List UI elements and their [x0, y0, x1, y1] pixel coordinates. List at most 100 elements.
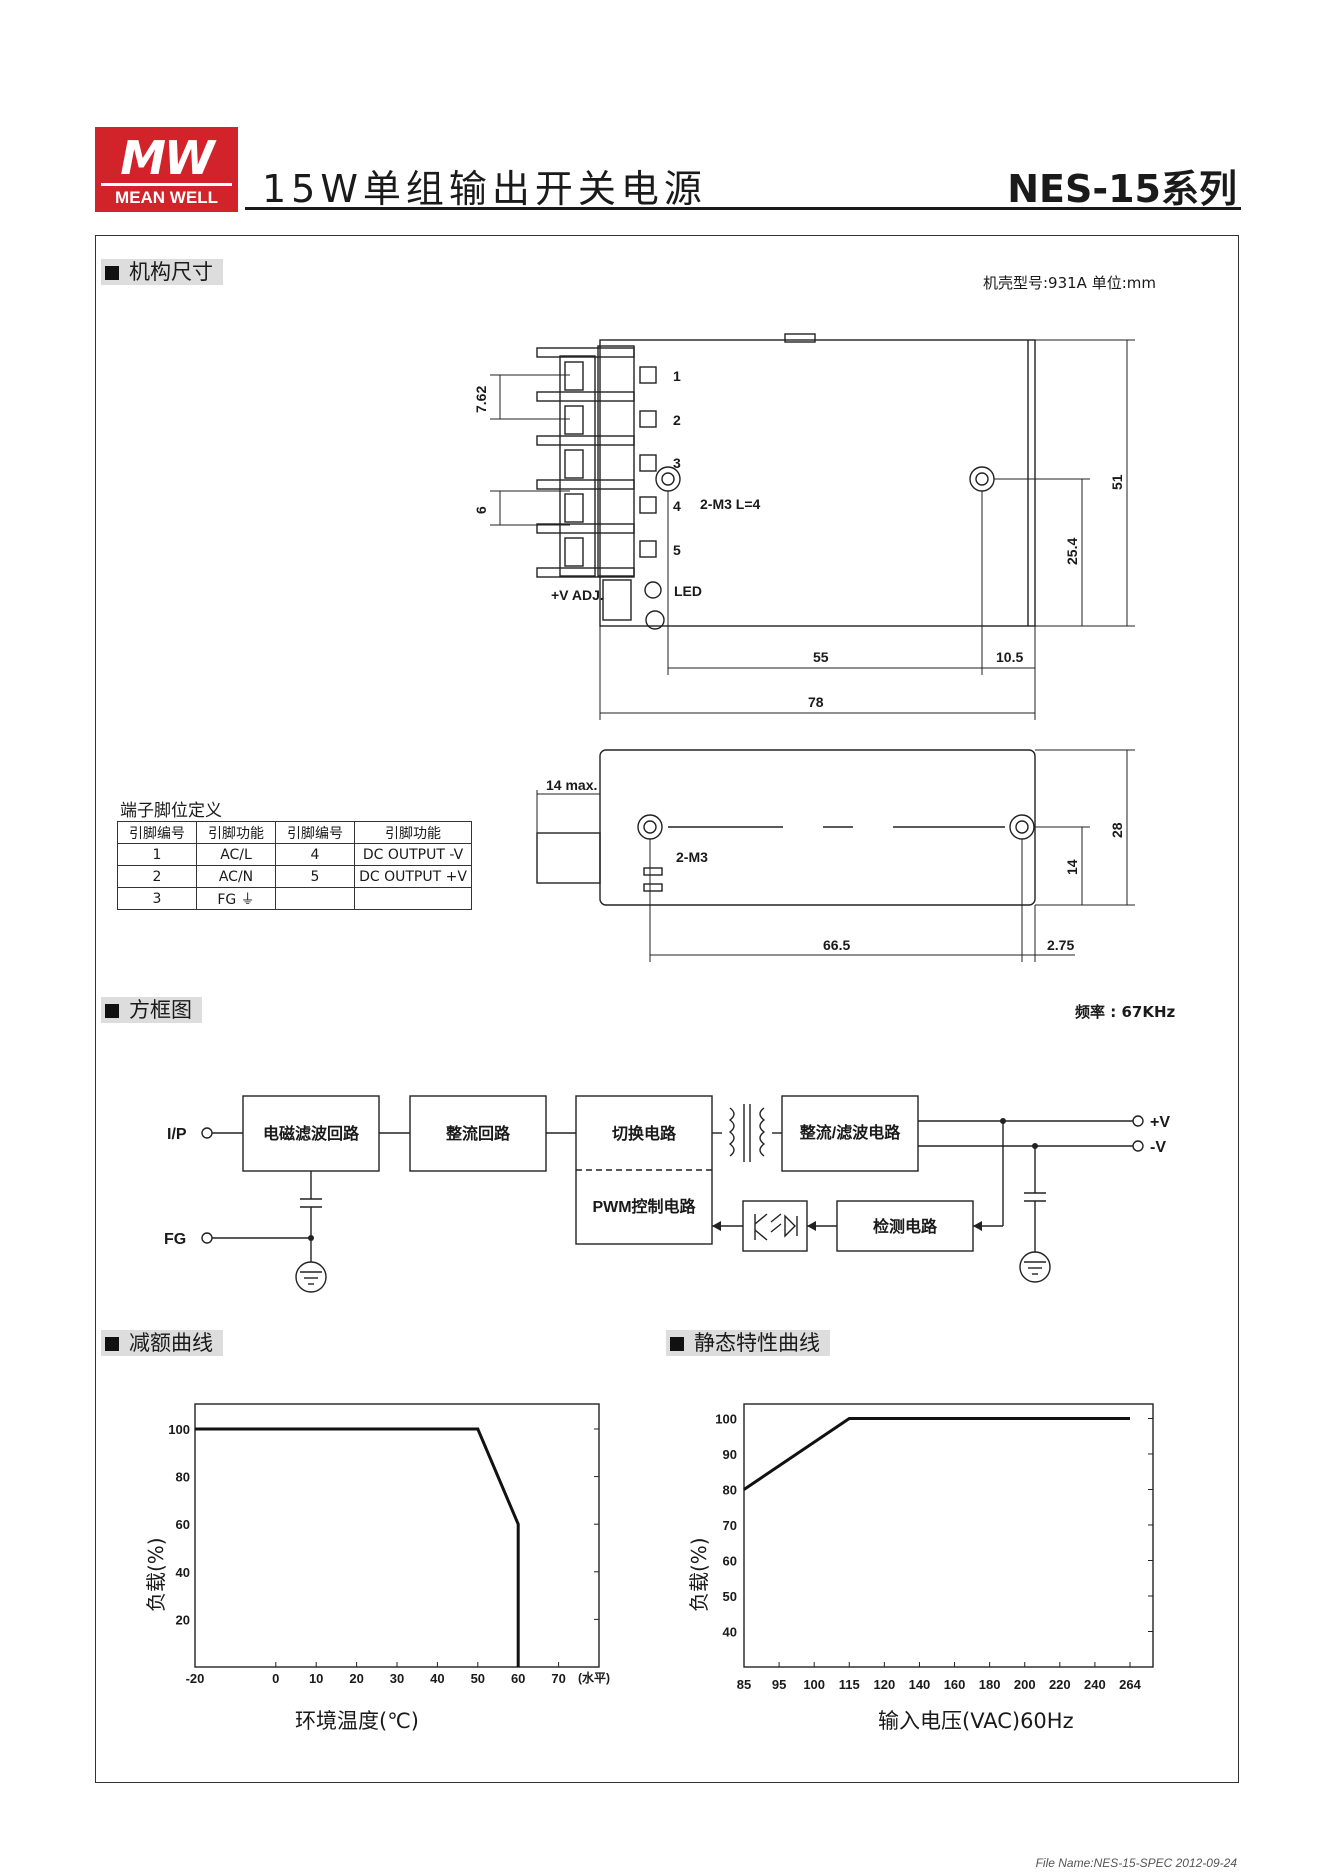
static-x-tick: 240	[1084, 1677, 1106, 1692]
static-x-tick: 100	[803, 1677, 825, 1692]
content-frame	[95, 235, 1239, 1783]
dim-6: 6	[473, 506, 489, 514]
terminal-block	[536, 345, 635, 578]
derating-x-tick: 60	[511, 1671, 525, 1686]
static-y-tick: 40	[723, 1624, 737, 1639]
static-y-tick: 50	[723, 1589, 737, 1604]
dim-10-5: 10.5	[996, 649, 1023, 665]
static-y-tick: 90	[723, 1447, 737, 1462]
static-y-label: 负载(%)	[687, 1537, 711, 1612]
derating-y-tick: 100	[168, 1422, 190, 1437]
header-rule	[245, 207, 1241, 210]
detection-label: 检测电路	[873, 1217, 938, 1236]
ground-icon-output	[1019, 1251, 1051, 1283]
side-view-terminal	[536, 832, 601, 884]
section-header-mechanical: 机构尺寸	[101, 259, 223, 285]
dim-66-5: 66.5	[823, 937, 850, 953]
derating-y-label: 负载(%)	[144, 1537, 168, 1612]
dim-28: 28	[1109, 822, 1125, 838]
fg-label: FG	[164, 1231, 186, 1248]
ip-label: I/P	[167, 1126, 187, 1143]
dim-7-62: 7.62	[473, 386, 489, 413]
dim-55: 55	[813, 649, 829, 665]
section-bullet	[670, 1337, 684, 1351]
ground-icon-fg	[295, 1261, 327, 1293]
pin-label-1: 1	[673, 368, 681, 384]
static-x-tick: 140	[909, 1677, 931, 1692]
pin-label-4: 4	[673, 498, 681, 514]
derating-x-unit: (水平)	[578, 1670, 610, 1685]
screw-label: 2-M3 L=4	[700, 496, 761, 512]
cell: AC/N	[196, 865, 276, 888]
max14-label: 14 max.	[546, 777, 597, 793]
side-screw-label: 2-M3	[676, 849, 708, 865]
junction-dot	[1000, 1118, 1006, 1124]
derating-x-tick: 70	[551, 1671, 565, 1686]
pin-table-title: 端子脚位定义	[120, 801, 222, 821]
static-x-tick: 220	[1049, 1677, 1071, 1692]
static-x-label: 输入电压(VAC)60Hz	[878, 1709, 1074, 1733]
derating-y-tick: 80	[176, 1470, 190, 1485]
dim-51: 51	[1109, 474, 1125, 490]
top-notch	[784, 333, 816, 343]
arrow-icon	[807, 1221, 816, 1231]
static-x-tick: 264	[1119, 1677, 1141, 1692]
top-view-outline	[599, 339, 1036, 627]
dim-78: 78	[808, 694, 824, 710]
derating-x-tick: 0	[272, 1671, 279, 1686]
document-title: 15W单组输出开关电源	[262, 167, 707, 211]
static-y-tick: 70	[723, 1518, 737, 1533]
transformer-icon	[728, 1104, 766, 1162]
static-x-tick: 115	[839, 1677, 860, 1692]
connection-wires	[212, 1120, 1133, 1262]
static-plot-frame	[743, 1403, 1154, 1668]
pin-table-row: 3 FG ⏚	[117, 887, 472, 910]
derating-x-label: 环境温度(℃)	[295, 1709, 419, 1733]
derating-x-tick: 30	[390, 1671, 404, 1686]
led-indicator	[644, 581, 662, 599]
section-header-static: 静态特性曲线	[666, 1330, 830, 1356]
frequency-label: 频率 : 67KHz	[1075, 1003, 1176, 1021]
derating-x-tick: 10	[309, 1671, 323, 1686]
static-x-tick: 200	[1014, 1677, 1036, 1692]
junction-dot	[1032, 1143, 1038, 1149]
arrow-icon	[973, 1221, 982, 1231]
side-slot-1	[643, 867, 663, 876]
vpos-label: +V	[1150, 1114, 1170, 1131]
pin-label-3: 3	[673, 455, 681, 471]
derating-curve	[195, 1427, 520, 1667]
static-x-tick: 120	[874, 1677, 896, 1692]
rectifier-label: 整流回路	[445, 1124, 511, 1143]
case-info: 机壳型号:931A 单位:mm	[983, 274, 1156, 292]
vneg-label: -V	[1150, 1139, 1166, 1156]
section-bullet	[105, 1337, 119, 1351]
logo-bar	[101, 183, 232, 186]
section-title: 静态特性曲线	[694, 1331, 820, 1355]
dim-14: 14	[1064, 859, 1080, 875]
pin-label-2: 2	[673, 412, 681, 428]
static-x-tick: 160	[944, 1677, 966, 1692]
pin-table: 引脚编号 引脚功能 引脚编号 引脚功能 1 AC/L 4 DC OUTPUT -…	[117, 821, 472, 910]
optocoupler-symbol-icon	[754, 1213, 798, 1241]
pin-label-5: 5	[673, 542, 681, 558]
derating-y-tick: 60	[176, 1517, 190, 1532]
dim-25-4: 25.4	[1064, 538, 1080, 565]
derating-x-tick: 20	[349, 1671, 363, 1686]
static-curve	[743, 1416, 1130, 1491]
derating-x-tick: -20	[186, 1671, 205, 1686]
pin-table-row: 1 AC/L 4 DC OUTPUT -V	[117, 843, 472, 866]
derating-y-tick: 20	[176, 1612, 190, 1627]
series-title: NES-15系列	[1007, 167, 1237, 211]
vadj-label: +V ADJ.	[551, 587, 604, 603]
section-header-derating: 减额曲线	[101, 1330, 223, 1356]
junction-dot	[308, 1235, 314, 1241]
dim-2-75: 2.75	[1047, 937, 1074, 953]
static-y-tick: 100	[715, 1411, 737, 1426]
cell: DC OUTPUT -V	[354, 843, 472, 866]
pwm-label: PWM控制电路	[592, 1197, 696, 1216]
pin-boxes	[639, 366, 657, 558]
dimension-lines-side	[536, 749, 1135, 962]
derating-x-tick: 50	[471, 1671, 485, 1686]
